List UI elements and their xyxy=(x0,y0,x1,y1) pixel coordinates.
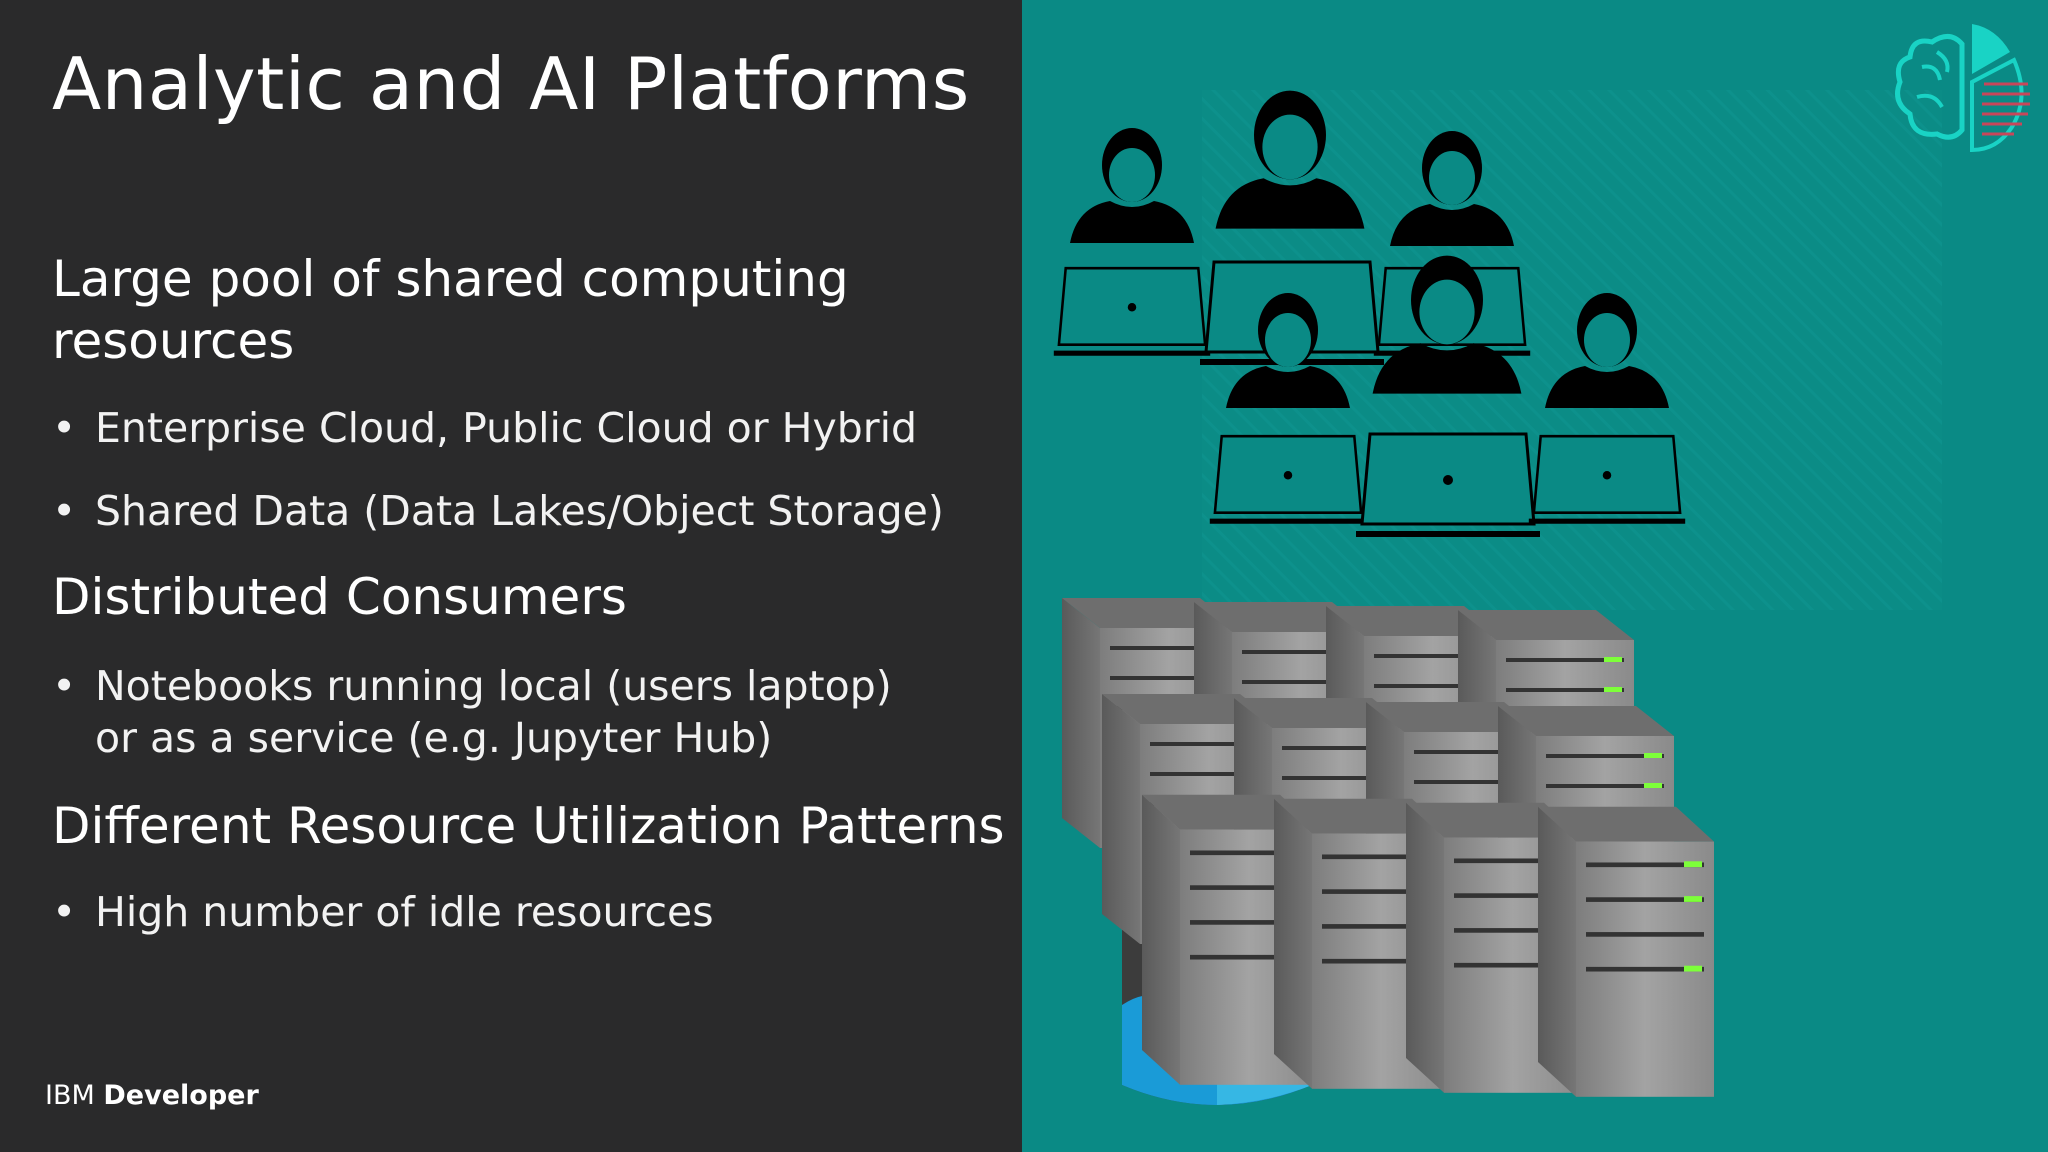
bullet-glyph: • xyxy=(52,888,77,936)
section-heading: Different Resource Utilization Patterns xyxy=(52,795,1005,857)
brand-bold: Developer xyxy=(103,1080,259,1111)
bullet-glyph: • xyxy=(52,404,77,452)
bullet-text: Enterprise Cloud, Public Cloud or Hybrid xyxy=(95,404,918,452)
bullet-text: Shared Data (Data Lakes/Object Storage) xyxy=(95,487,944,535)
bullet-line: or as a service (e.g. Jupyter Hub) xyxy=(95,714,773,762)
brand-footer: IBM Developer xyxy=(45,1080,259,1111)
heading-line: Distributed Consumers xyxy=(52,568,627,626)
brain-analytics-icon xyxy=(1895,24,2030,153)
bullet-glyph: • xyxy=(52,487,77,535)
bullet-text: High number of idle resources xyxy=(95,888,714,936)
bullet-line: Notebooks running local (users laptop) xyxy=(95,662,892,710)
slide-title: Analytic and AI Platforms xyxy=(52,42,970,126)
section-heading: Large pool of shared computing resources xyxy=(52,248,849,372)
section-heading: Distributed Consumers xyxy=(52,566,627,628)
text-panel xyxy=(0,0,1022,1152)
server-rack-grid-icon xyxy=(1062,598,1714,1097)
illustration xyxy=(1022,0,2048,1152)
bullet-glyph: • xyxy=(52,662,77,710)
bullet-text: Notebooks running local (users laptop) o… xyxy=(95,660,892,764)
brand-light: IBM xyxy=(45,1080,104,1111)
heading-line: Large pool of shared computing xyxy=(52,250,849,308)
heading-line: resources xyxy=(52,312,295,370)
heading-line: Different Resource Utilization Patterns xyxy=(52,797,1005,855)
